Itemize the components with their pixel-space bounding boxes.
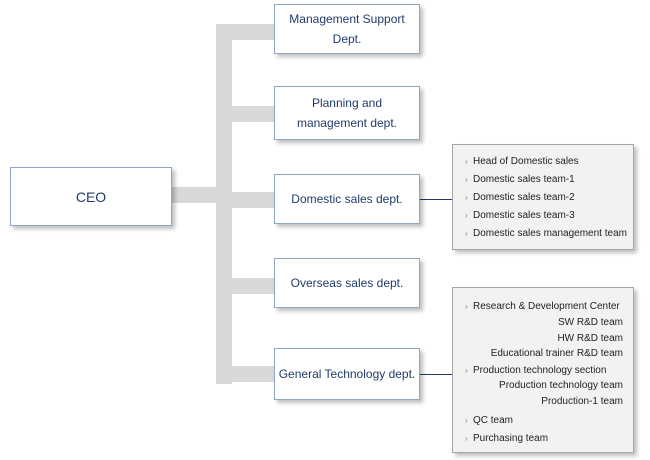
dept-label-management-support: Management Support Dept. [289,12,405,46]
bullet-icon: › [465,211,468,220]
connector-technology-details [420,374,452,375]
connector-branch-overseas-sales [216,278,274,294]
detail-item-text: Domestic sales team-1 [473,174,575,185]
detail-item-text: Domestic sales management team [473,228,627,239]
connector-branch-domestic-sales [216,192,274,208]
dept-box-domestic-sales: Domestic sales dept. [274,174,420,224]
bullet-icon: › [465,157,468,166]
bullet-icon: › [465,366,468,375]
detail-item-text: Head of Domestic sales [473,156,579,167]
bullet-icon: › [465,229,468,238]
connector-branch-planning [216,106,274,122]
connector-branch-general-technology [216,366,274,382]
connector-branch-management-support [216,24,274,40]
detail-item-text: Domestic sales team-2 [473,192,575,203]
bullet-icon: › [465,302,468,311]
detail-item-text: Production technology team [499,380,623,391]
bullet-icon: › [465,193,468,202]
bullet-icon: › [465,175,468,184]
ceo-box: CEO [10,167,172,226]
detail-item-text: Domestic sales team-3 [473,210,575,221]
detail-item-text: QC team [473,415,514,426]
domestic-sales-detail-box: › Head of Domestic sales › Domestic sale… [452,144,634,250]
detail-item-text: Educational trainer R&D team [490,348,623,359]
bullet-icon: › [465,416,468,425]
detail-item-text: SW R&D team [557,317,623,328]
dept-box-management-support: Management Support Dept. [274,4,420,54]
dept-label-planning: Planning and management dept. [296,96,398,130]
connector-domestic-details [420,199,452,200]
bullet-icon: › [465,434,468,443]
dept-box-planning: Planning and management dept. [274,86,420,140]
dept-box-overseas-sales: Overseas sales dept. [274,258,420,308]
general-technology-detail-box: › Research & Development Center SW R&D t… [452,287,634,453]
dept-label-domestic-sales: Domestic sales dept. [291,192,403,206]
dept-box-general-technology: General Technology dept. [274,348,420,400]
detail-item-text: Purchasing team [473,433,549,444]
detail-item-text: Research & Development Center [473,301,620,312]
detail-item-text: HW R&D team [557,333,623,344]
dept-label-overseas-sales: Overseas sales dept. [290,276,404,290]
detail-item-text: Production technology section [473,365,607,376]
ceo-label: CEO [75,188,107,205]
dept-label-general-technology: General Technology dept. [278,367,416,381]
detail-item-text: Production-1 team [541,396,623,407]
